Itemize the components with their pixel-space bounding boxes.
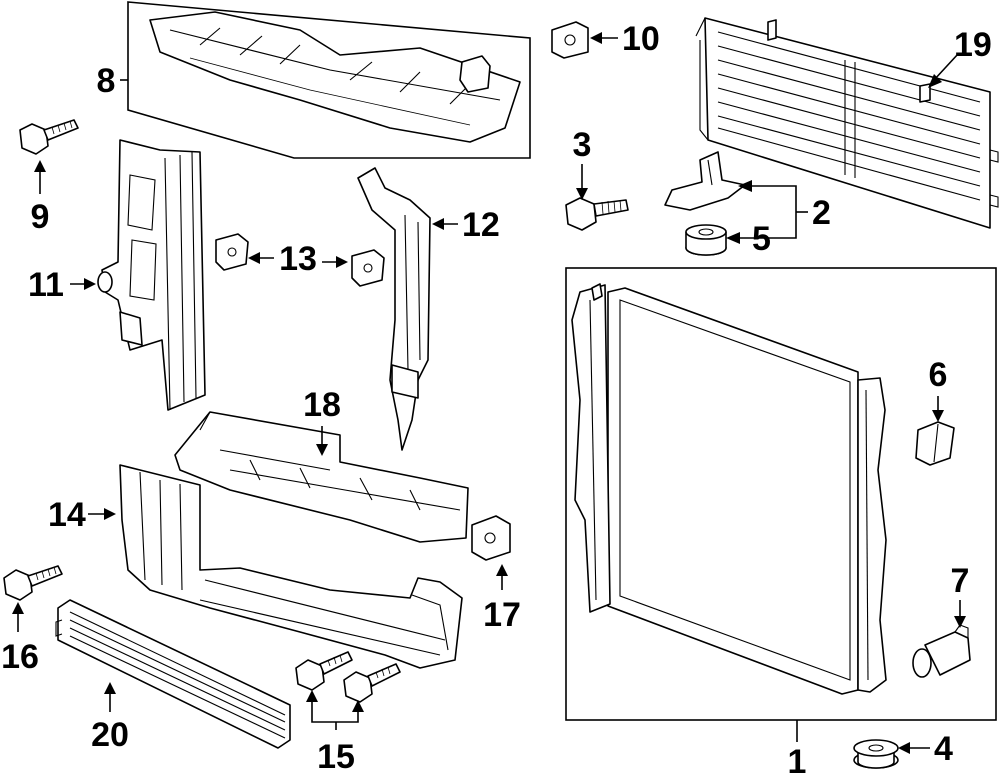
callout-17: 17 [483,596,521,634]
shutter-assembly-19 [695,17,999,229]
left-deflector-11 [97,139,206,411]
grommet-5 [685,224,727,256]
callout-18: 18 [303,386,341,424]
callout-1: 1 [788,743,807,778]
bolt-9 [19,119,79,155]
cap-6 [915,421,955,466]
callout-15: 15 [317,738,355,776]
right-deflector-12 [357,167,431,451]
nut-17 [471,515,511,561]
drain-plug-7 [912,624,971,678]
callout-12: 12 [462,206,500,244]
radiator-1 [565,267,997,721]
lower-deflector-14 [119,464,463,669]
callout-2: 2 [812,194,831,232]
nut-10 [551,21,589,59]
callout-20: 20 [91,716,129,754]
callout-3: 3 [573,126,592,164]
lower-baffle-18 [174,411,469,543]
callout-13: 13 [279,240,317,278]
bolt-3 [565,197,629,231]
callout-6: 6 [929,356,948,394]
callout-14: 14 [48,496,86,534]
oil-cooler-20 [55,599,291,749]
callout-8: 8 [97,62,116,100]
callout-19: 19 [954,26,992,64]
bolt-16 [3,565,63,601]
nuts-13 [215,233,385,287]
upper-baffle-group-8 [127,1,531,159]
leader-lines [12,32,966,754]
grommet-4 [853,739,899,769]
bolts-15 [295,651,401,703]
callout-16: 16 [1,638,39,676]
callout-11: 11 [28,266,64,304]
callout-5: 5 [752,220,771,258]
bracket-2 [664,151,746,211]
callout-9: 9 [31,198,50,236]
callout-4: 4 [934,730,953,768]
callout-10: 10 [622,20,660,58]
callout-numbers: 1 2 3 4 5 6 7 8 9 10 11 12 13 14 15 16 1… [1,20,992,778]
callout-7: 7 [951,562,970,600]
